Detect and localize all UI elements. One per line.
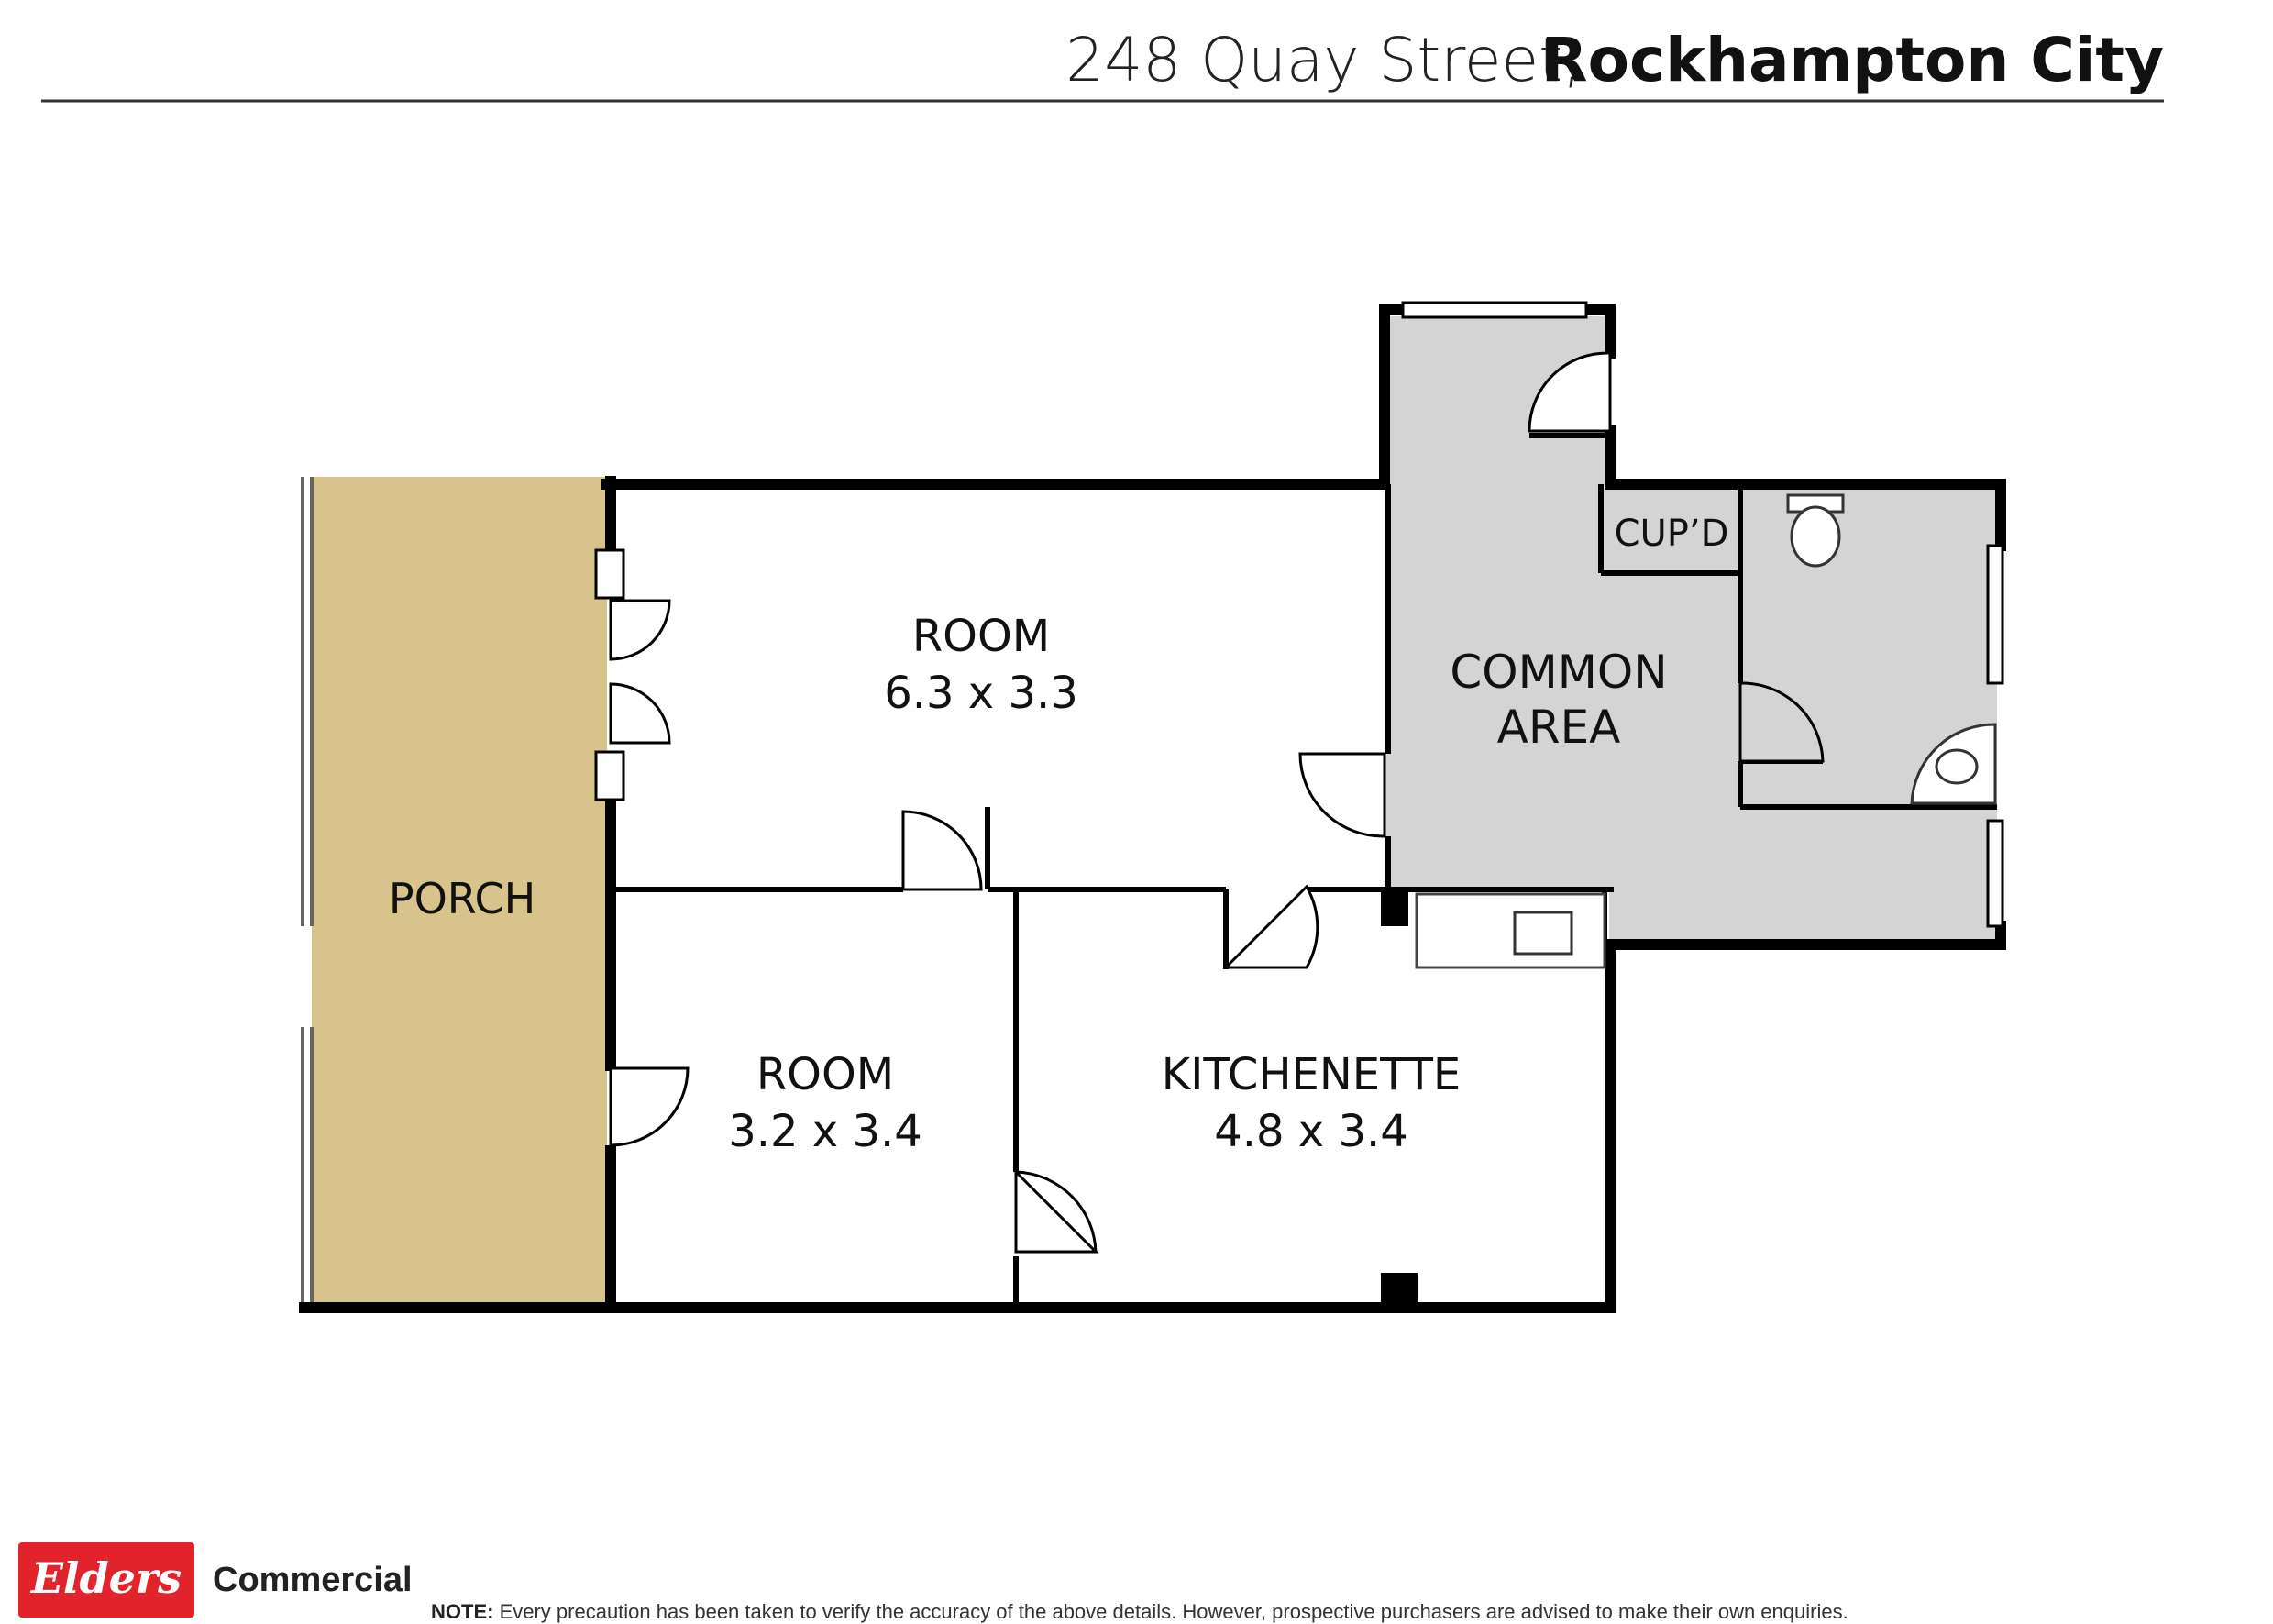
elders-logo: Elders	[18, 1542, 194, 1618]
common-area-fill	[1385, 316, 1997, 941]
disclaimer-note: NOTE: Every precaution has been taken to…	[431, 1600, 1848, 1624]
room-small-label: ROOM	[756, 1049, 894, 1100]
note-label: NOTE:	[431, 1600, 494, 1623]
fixtures	[1513, 493, 1997, 956]
porch-label: PORCH	[389, 874, 535, 923]
pillar	[1381, 889, 1408, 926]
brand-commercial: Commercial	[213, 1561, 413, 1599]
room-small-dims: 3.2 x 3.4	[728, 1106, 922, 1157]
header-address: 248 Quay Street,	[1065, 25, 1582, 95]
basin-icon	[1935, 748, 1979, 785]
walls	[299, 304, 2006, 1313]
porch-edge	[301, 477, 314, 1302]
note-text: Every precaution has been taken to verif…	[493, 1600, 1848, 1623]
common-area-label-2: AREA	[1497, 701, 1621, 754]
header-suburb: Rockhampton City	[1541, 25, 2164, 95]
toilet-bowl-icon	[1790, 505, 1841, 568]
sink-icon	[1513, 911, 1573, 956]
common-area-label-1: COMMON	[1450, 646, 1667, 699]
room-main-dims: 6.3 x 3.3	[884, 668, 1078, 719]
kitchenette-label: KITCHENETTE	[1162, 1049, 1461, 1100]
cupboard-label: CUP’D	[1615, 513, 1729, 555]
porch-fill	[312, 477, 607, 1302]
kitchenette-dims: 4.8 x 3.4	[1214, 1106, 1408, 1157]
room-main-label: ROOM	[912, 611, 1050, 662]
windows	[594, 301, 2004, 928]
doors	[609, 351, 1825, 1254]
pillar	[1381, 1273, 1418, 1308]
interior-walls	[611, 433, 1997, 1308]
